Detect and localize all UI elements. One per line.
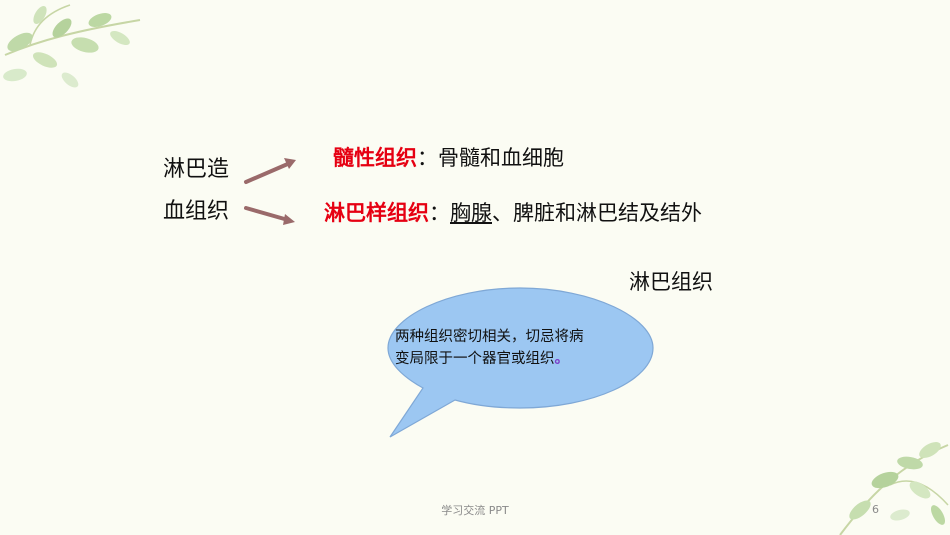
arrow-down-right-icon (244, 206, 295, 225)
lymphoid-tissue-desc: 、脾脏和淋巴结及结外 (492, 201, 702, 225)
callout-line-2: 变局限于一个器官或组织 (395, 351, 555, 367)
callout-line-2-wrap: 变局限于一个器官或组织。 (395, 348, 635, 370)
footer-text: 学习交流 PPT (441, 504, 509, 517)
arrow-up-right-icon (244, 158, 296, 184)
branch-myeloid: 髓性组织：骨髓和血细胞 (333, 145, 564, 171)
myeloid-tissue-desc: 骨髓和血细胞 (438, 146, 564, 170)
leaf-branch-decoration-top-left (3, 4, 141, 88)
speech-bubble-callout (387, 287, 654, 438)
leaf-branch-decoration-bottom-right (839, 442, 949, 535)
branch-colon: ： (417, 146, 438, 170)
branch-colon: ： (429, 201, 450, 225)
left-label-line-2: 血组织 (163, 199, 230, 224)
branch-lymphoid: 淋巴样组织：胸腺、脾脏和淋巴结及结外 (324, 200, 702, 226)
left-label-line-1: 淋巴造 (163, 157, 230, 182)
lymphoid-tissue-term: 淋巴样组织 (324, 201, 429, 225)
sub-label-lymph-tissue: 淋巴组织 (629, 270, 713, 294)
callout-end-mark: 。 (554, 351, 570, 367)
page-number: 6 (872, 503, 879, 516)
thymus-underlined: 胸腺 (450, 201, 492, 225)
callout-line-1: 两种组织密切相关，切忌将病 (395, 329, 584, 345)
myeloid-tissue-term: 髓性组织 (333, 146, 417, 170)
callout-text: 两种组织密切相关，切忌将病 变局限于一个器官或组织。 (395, 326, 635, 370)
